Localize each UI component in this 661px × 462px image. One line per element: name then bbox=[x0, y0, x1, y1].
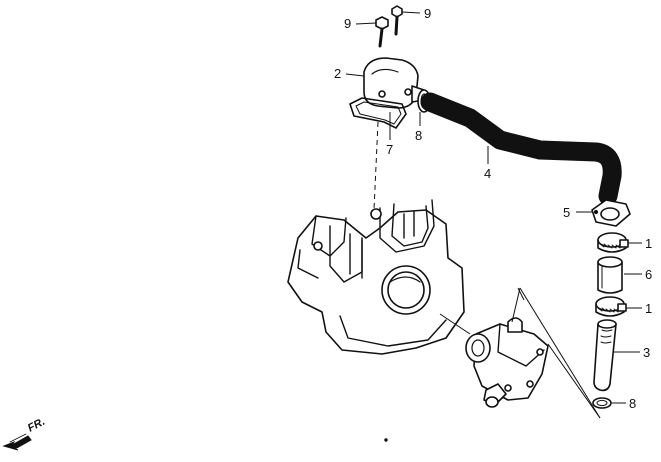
engine-block bbox=[287, 199, 465, 355]
callout-6: 6 bbox=[645, 267, 652, 282]
front-direction-label: FR. bbox=[26, 416, 47, 435]
page-dot bbox=[384, 438, 388, 442]
hose-clamp-lower bbox=[595, 296, 627, 317]
callout-3: 3 bbox=[643, 345, 650, 360]
gasket bbox=[349, 97, 407, 129]
callout-4: 4 bbox=[484, 166, 491, 181]
o-ring-bottom bbox=[592, 397, 612, 409]
water-hose bbox=[420, 92, 622, 206]
callout-5: 5 bbox=[563, 205, 570, 220]
callout-2: 2 bbox=[334, 66, 341, 81]
front-direction-arrow-icon bbox=[2, 433, 32, 451]
bolt-right bbox=[391, 5, 403, 36]
bolt-left bbox=[375, 16, 389, 48]
callout-1-lower: 1 bbox=[645, 301, 652, 316]
callout-labels: 9 9 2 8 7 4 5 1 6 1 3 8 bbox=[334, 6, 652, 411]
callout-9-right: 9 bbox=[424, 6, 431, 21]
water-pump bbox=[465, 317, 549, 408]
alignment-lines bbox=[373, 121, 601, 419]
thermostat-cover bbox=[363, 57, 425, 109]
joint-pipe bbox=[591, 199, 631, 227]
callout-9-left: 9 bbox=[344, 16, 351, 31]
hose-clamp-upper bbox=[597, 232, 629, 253]
callout-1-upper: 1 bbox=[645, 236, 652, 251]
leader-lines bbox=[345, 11, 642, 404]
joint-collar bbox=[597, 256, 623, 294]
callout-8-top: 8 bbox=[415, 128, 422, 143]
callout-8-bottom: 8 bbox=[629, 396, 636, 411]
lower-water-hose bbox=[593, 319, 617, 392]
callout-7: 7 bbox=[386, 142, 393, 157]
